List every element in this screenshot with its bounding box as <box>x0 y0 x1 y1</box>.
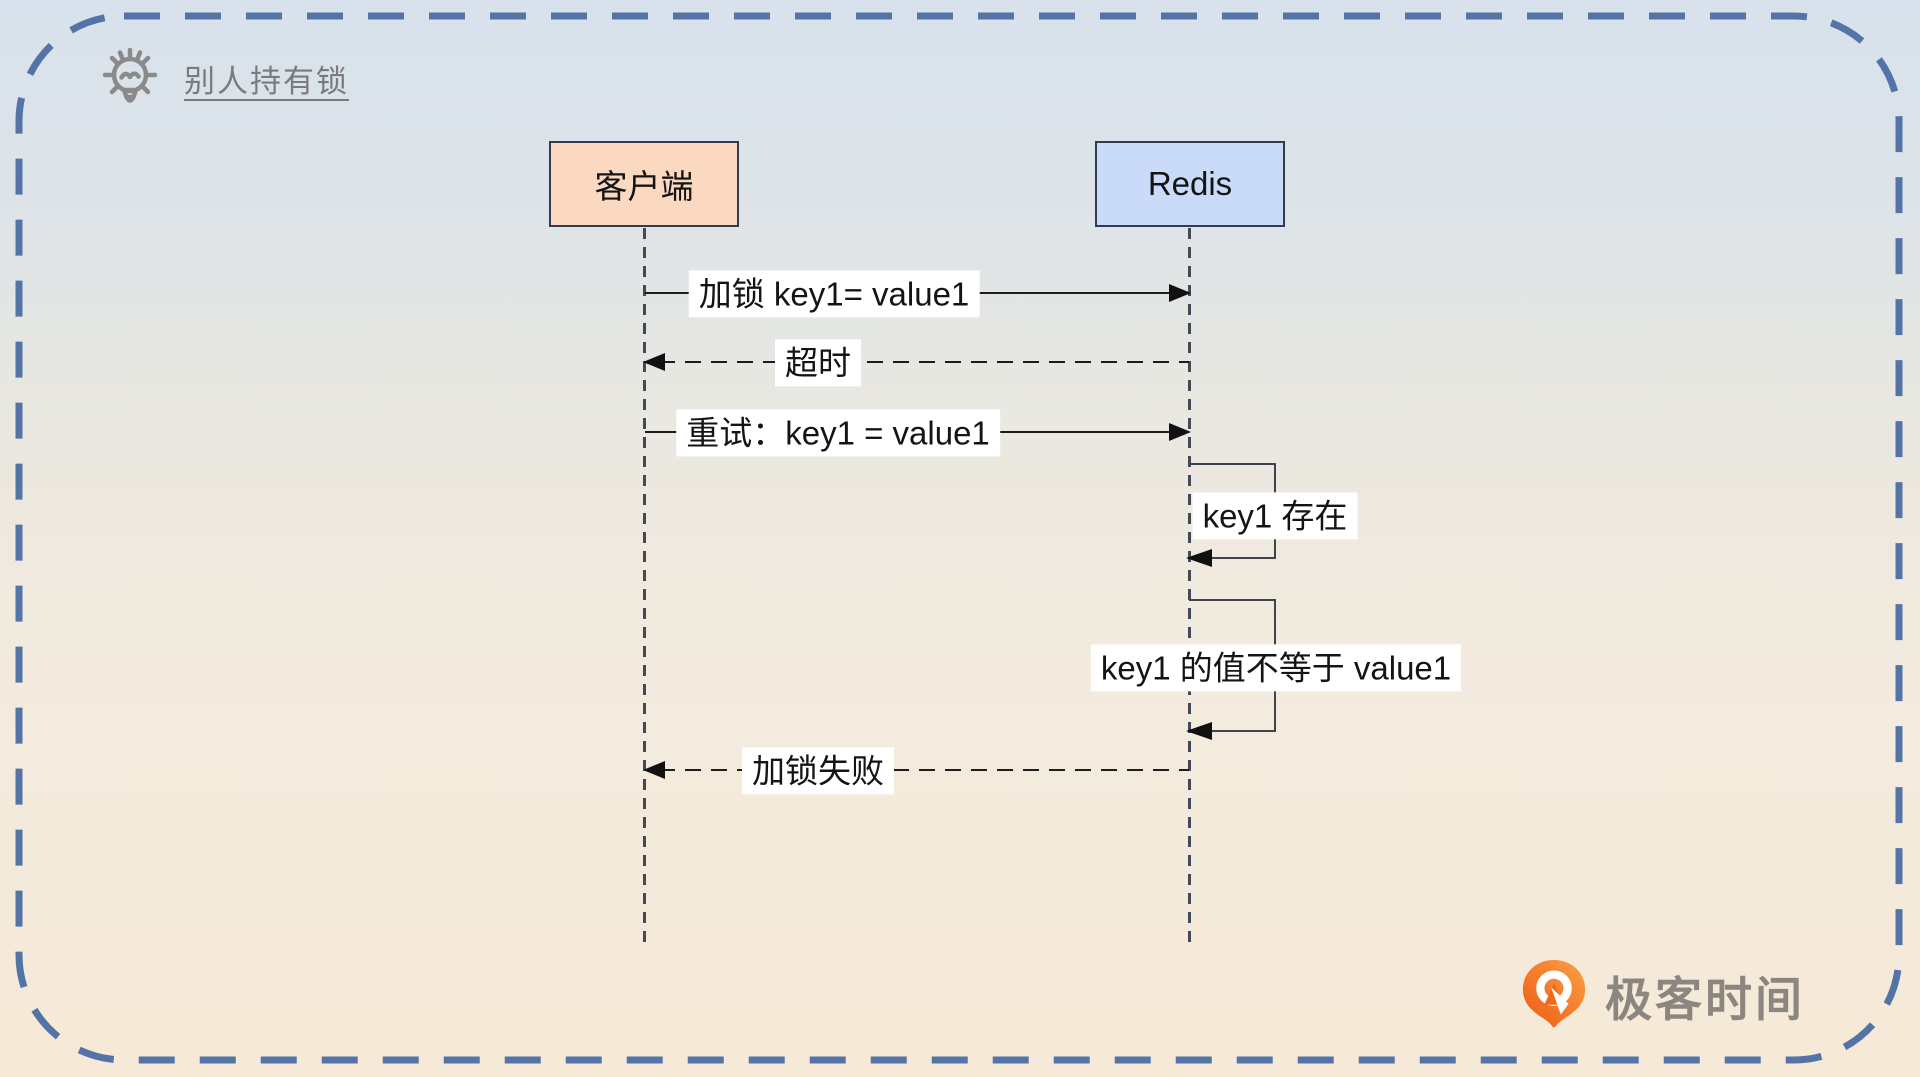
message-label: 重试：key1 = value1 <box>676 409 1000 457</box>
self-loop-label: key1 的值不等于 value1 <box>1090 644 1462 692</box>
arrowhead-left-icon <box>1186 722 1212 740</box>
self-loop-label: key1 存在 <box>1192 492 1358 540</box>
watermark: 极客时间 <box>1519 958 1805 1032</box>
arrowhead-left-icon <box>643 353 665 371</box>
message-line <box>659 768 1189 772</box>
diagram-title-text: 别人持有锁 <box>184 63 349 99</box>
diagram-title: 别人持有锁 <box>94 42 349 114</box>
arrowhead-left-icon <box>643 761 665 779</box>
lifeline-redis <box>1188 228 1191 948</box>
message-line <box>659 360 1189 364</box>
geektime-logo-icon <box>1522 960 1586 1028</box>
message-label: 加锁 key1= value1 <box>688 270 980 318</box>
watermark-text: 极客时间 <box>1605 972 1805 1026</box>
arrowhead-left-icon <box>1186 549 1212 567</box>
lifeline-client <box>643 228 646 948</box>
lightbulb-icon <box>102 47 158 103</box>
actor-client: 客户端 <box>549 141 739 227</box>
actor-redis: Redis <box>1095 141 1285 227</box>
message-label: 加锁失败 <box>742 747 894 795</box>
message-label: 超时 <box>775 339 861 387</box>
arrowhead-right-icon <box>1169 284 1191 302</box>
actor-redis-label: Redis <box>1147 165 1233 202</box>
actor-client-label: 客户端 <box>594 168 694 205</box>
arrowhead-right-icon <box>1169 423 1191 441</box>
